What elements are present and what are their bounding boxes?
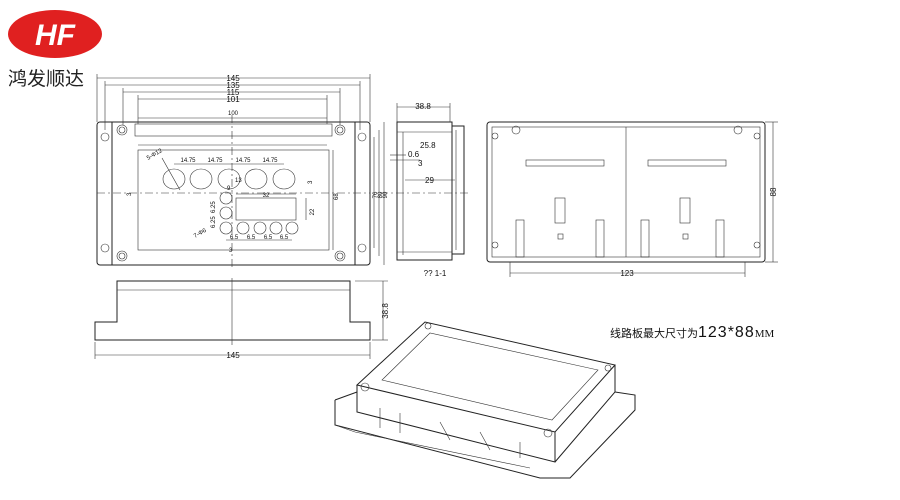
height-label: 90 bbox=[383, 191, 389, 198]
isometric-view bbox=[334, 321, 636, 479]
display-height: 22 bbox=[310, 208, 316, 215]
back-width: 123 bbox=[620, 269, 634, 278]
small-hole-label: 7-Φ6 bbox=[193, 227, 208, 239]
side-height: 38.8 bbox=[381, 303, 390, 319]
misc-label: 9 bbox=[227, 186, 231, 192]
section-wall: 0.6 bbox=[408, 150, 420, 159]
logo-oval bbox=[8, 10, 102, 58]
spacing-label: 6.5 bbox=[247, 235, 256, 241]
section-label: ?? 1-1 bbox=[424, 269, 447, 278]
spacing-label: 6.25 bbox=[211, 216, 217, 228]
section-offset: 3 bbox=[418, 159, 423, 168]
note-value: 123*88 bbox=[698, 324, 755, 341]
side-length: 145 bbox=[226, 351, 240, 360]
logo-text: HF bbox=[35, 19, 76, 52]
spacing-label: 6.5 bbox=[230, 235, 239, 241]
dim-145: 145 bbox=[226, 74, 240, 83]
display-width: 32 bbox=[263, 193, 270, 199]
section-depth: 38.8 bbox=[415, 102, 431, 111]
spacing-label: 14.75 bbox=[180, 158, 196, 164]
section-inner: 25.8 bbox=[420, 141, 436, 150]
spacing-label: 6.25 bbox=[211, 201, 217, 213]
misc-label: 3 bbox=[308, 180, 314, 184]
spacing-label: 14.75 bbox=[262, 158, 278, 164]
dim-135: 135 bbox=[226, 81, 240, 90]
spacing-label: 14.75 bbox=[235, 158, 251, 164]
misc-label: 3 bbox=[127, 192, 133, 196]
front-view: 145 135 115 101 100 14.75 14.75 14.75 14… bbox=[96, 74, 389, 270]
back-view: 123 88 bbox=[486, 121, 778, 278]
dim-101: 101 bbox=[226, 95, 240, 104]
height-label: 76 bbox=[373, 191, 379, 198]
dim-115: 115 bbox=[227, 88, 240, 97]
spacing-label: 6.5 bbox=[280, 235, 289, 241]
misc-label: 13 bbox=[235, 178, 242, 184]
section-inner-depth: 29 bbox=[425, 176, 434, 185]
height-label: 80 bbox=[378, 191, 384, 198]
spacing-label: 14.75 bbox=[207, 158, 223, 164]
dim-100: 100 bbox=[228, 111, 239, 117]
company-name: 鸿发顺达 bbox=[8, 68, 85, 90]
section-view: 38.8 25.8 0.6 3 29 ?? 1-1 bbox=[380, 102, 470, 278]
side-view: 145 38.8 bbox=[94, 278, 390, 360]
pcb-size-note: 线路板最大尺寸为123*88MM bbox=[610, 324, 774, 342]
back-height: 88 bbox=[769, 187, 778, 196]
misc-label: 3 bbox=[229, 248, 233, 254]
note-unit: MM bbox=[754, 328, 775, 340]
spacing-label: 6.5 bbox=[264, 235, 273, 241]
note-prefix: 线路板最大尺寸为 bbox=[610, 327, 698, 340]
logo: HF bbox=[8, 10, 102, 58]
height-label: 68 bbox=[334, 193, 340, 200]
